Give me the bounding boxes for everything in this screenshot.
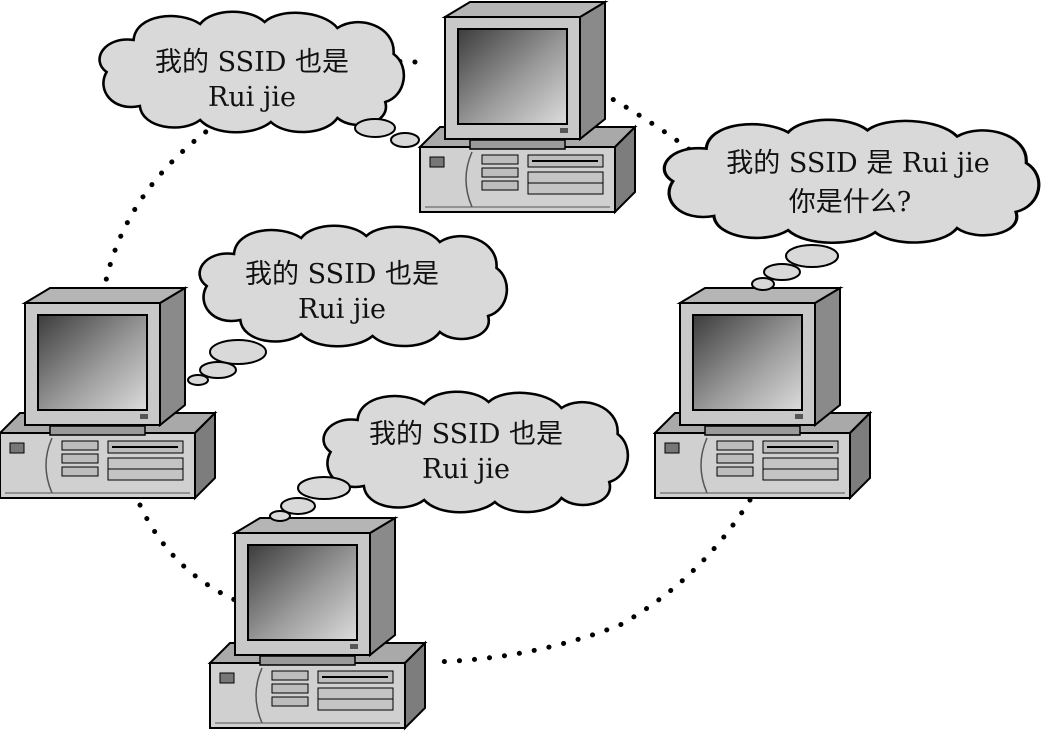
- bubble-text-line2: 你是什么?: [789, 187, 911, 218]
- bubble-text-line1: 我的 SSID 是 Rui jie: [726, 148, 990, 179]
- computer-bottom: [209, 517, 426, 729]
- bubble-text-line2: Rui jie: [298, 294, 386, 325]
- bubble-text-line1: 我的 SSID 也是: [155, 47, 349, 78]
- bubble-text-line1: 我的 SSID 也是: [369, 419, 563, 450]
- computer-right: [654, 287, 871, 499]
- thought-bubble-right: 我的 SSID 是 Rui jie 你是什么?: [662, 118, 1041, 291]
- network-connection-dots: [102, 58, 753, 665]
- computer-top: [419, 1, 636, 213]
- bubble-text-line2: Rui jie: [422, 454, 510, 485]
- thought-bubble-top: 我的 SSID 也是 Rui jie: [98, 10, 420, 148]
- computer-left: [0, 287, 216, 499]
- thought-bubble-bottom: 我的 SSID 也是 Rui jie: [269, 390, 630, 522]
- bubble-text-line2: Rui jie: [208, 82, 296, 113]
- thought-bubble-left: 我的 SSID 也是 Rui jie: [187, 224, 509, 386]
- bubble-text-line1: 我的 SSID 也是: [245, 259, 439, 290]
